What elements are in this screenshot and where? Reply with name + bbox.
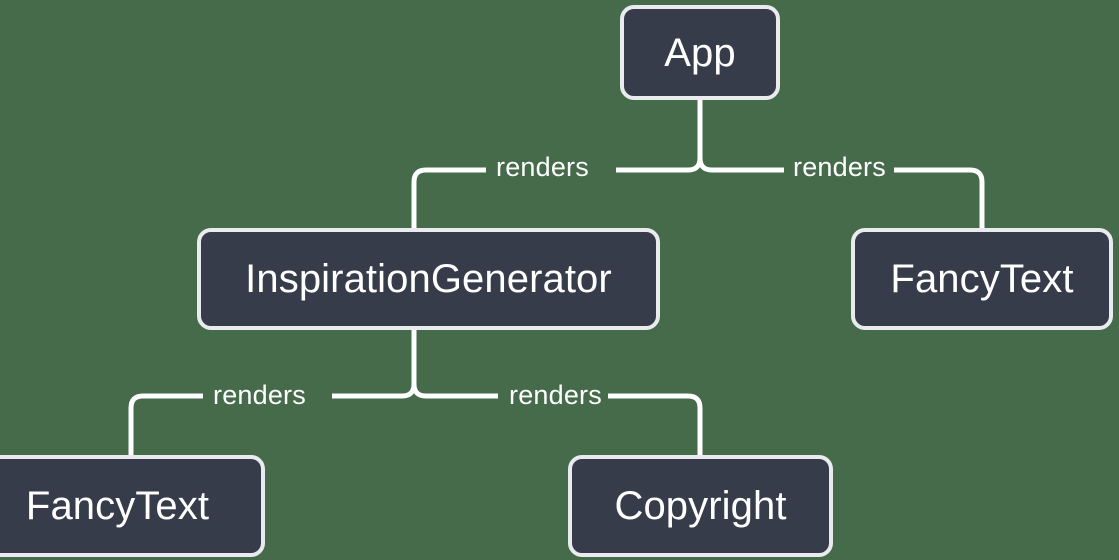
edge-inspgen-split-right: [411, 383, 498, 399]
edge-app-split-left: [616, 157, 703, 173]
edge-inspgen-to-fancytext-left: [128, 393, 203, 455]
node-app-label: App: [664, 30, 736, 75]
edge-app-to-inspgen: [411, 167, 486, 228]
edge-inspgen-split-left: [332, 383, 417, 399]
node-app[interactable]: App: [620, 5, 780, 100]
edge-label-inspirationgenerator-to-fancytext-left: renders: [213, 380, 306, 410]
edge-label-app-to-fancytext-right: renders: [793, 152, 886, 182]
node-copyright-label: Copyright: [614, 484, 787, 528]
node-fancytext-left[interactable]: FancyText: [0, 455, 265, 557]
node-inspirationgenerator[interactable]: InspirationGenerator: [197, 228, 660, 330]
edge-app-split-right: [697, 157, 784, 173]
node-inspirationgenerator-label: InspirationGenerator: [245, 257, 612, 301]
node-fancytext-left-label: FancyText: [25, 484, 210, 528]
node-fancytext-right-label: FancyText: [890, 257, 1074, 301]
node-copyright[interactable]: Copyright: [568, 455, 833, 557]
edge-app-to-fancytext-right: [894, 167, 985, 228]
edge-label-app-to-inspirationgenerator: renders: [496, 152, 589, 182]
edge-inspgen-to-copyright: [608, 393, 703, 455]
edge-label-inspirationgenerator-to-copyright: renders: [509, 380, 602, 410]
node-fancytext-right[interactable]: FancyText: [851, 228, 1113, 330]
